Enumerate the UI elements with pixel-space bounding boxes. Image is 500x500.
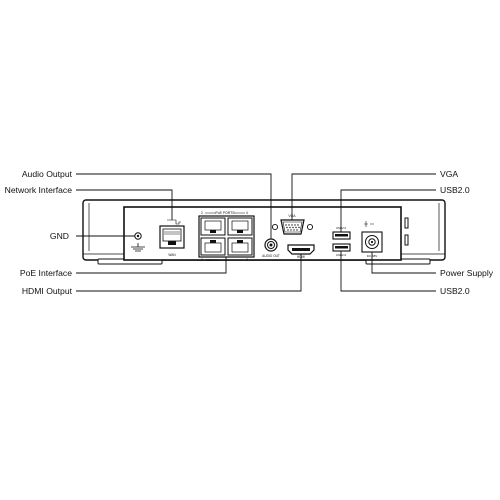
poe-spec-label: 802.3af/at [206, 258, 220, 262]
vga-port: VGA [271, 214, 314, 235]
audio-out-label: AUDIO OUT [262, 254, 280, 258]
usb-top-callout: USB2.0 [440, 185, 470, 195]
audio-output-callout: Audio Output [21, 169, 72, 179]
network-interface-callout: Network Interface [4, 185, 72, 195]
gnd-callout: GND [49, 231, 69, 241]
poe-interface-callout: PoE Interface [19, 268, 72, 278]
power-supply-callout: Power Supply [440, 268, 494, 278]
port-4-label: 4 [246, 211, 248, 215]
port-1-label: 1 [201, 258, 203, 262]
vga-callout: VGA [440, 169, 459, 179]
wan-label: WAN [168, 253, 176, 257]
poe-ports: PoE PORTS 2 4 1 802.3af/at 3 [198, 211, 255, 262]
usb-bottom-callout: USB2.0 [440, 286, 470, 296]
port-3-label: 3 [246, 258, 248, 262]
audio-out-jack: AUDIO OUT [262, 238, 280, 258]
network-port: WAN [159, 219, 185, 257]
port-2-label: 2 [201, 211, 203, 215]
vent-slots [404, 217, 409, 246]
poe-ports-label: PoE PORTS [216, 211, 236, 215]
leader-lines [76, 173, 414, 292]
hdmi-output-callout: HDMI Output [21, 286, 72, 296]
